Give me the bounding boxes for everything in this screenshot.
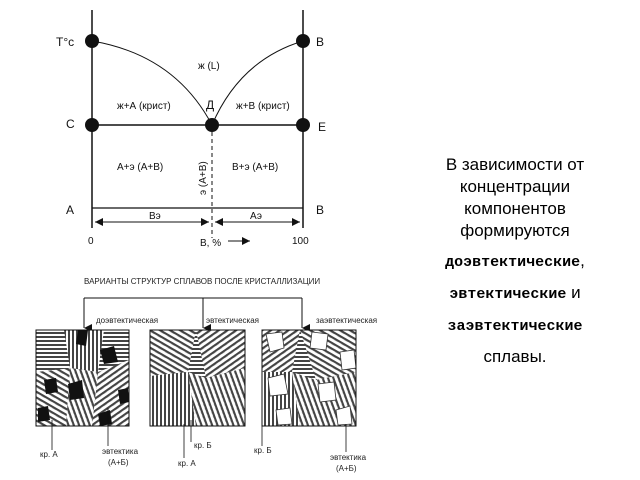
- point-c: [85, 118, 99, 132]
- structure-hypoeutectic: [35, 329, 130, 427]
- x-max-label: 100: [292, 236, 309, 247]
- label-c: С: [66, 117, 75, 131]
- temperature-axis-label: T°c: [56, 35, 74, 49]
- label-hypereutectic: заэвтектическая: [316, 316, 377, 325]
- text-line-5-rest: ,: [580, 251, 585, 270]
- hyper-cr-b-label: кр. Б: [254, 446, 272, 455]
- x-axis-label: В, %: [200, 238, 221, 249]
- label-eutectic: эвтектическая: [206, 316, 259, 325]
- right-liquid-solid-region: ж+В (крист): [236, 101, 290, 112]
- point-d: [205, 118, 219, 132]
- hyper-eutectic-ab: (А+Б): [336, 464, 357, 473]
- segment-right-label: Аэ: [250, 211, 262, 222]
- point-e: [296, 118, 310, 132]
- term-eutectic: эвтектические: [449, 286, 567, 303]
- explanation-text: В зависимости от концентрации компоненто…: [400, 154, 630, 368]
- right-solid-region: В+э (А+В): [232, 162, 278, 173]
- hypo-eutectic-ab: (А+Б): [108, 458, 129, 467]
- liquidus-left: [91, 40, 213, 126]
- text-line-7: заэвтектические: [400, 314, 630, 338]
- eutectic-vertical-label: э (А+В): [198, 161, 209, 195]
- left-liquid-solid-region: ж+А (крист): [117, 101, 171, 112]
- label-b-bottom: В: [316, 203, 324, 217]
- text-line-2: концентрации: [459, 177, 571, 196]
- label-hypoeutectic: доэвтектическая: [96, 316, 158, 325]
- hypo-cr-a-label: кр. А: [40, 450, 58, 459]
- label-e: Е: [318, 120, 326, 134]
- text-line-4: формируются: [460, 221, 570, 240]
- text-line-1: В зависимости от: [445, 155, 585, 174]
- text-line-8: сплавы.: [483, 347, 547, 366]
- point-b-top: [296, 34, 310, 48]
- structure-eutectic: [149, 329, 246, 427]
- text-line-5: доэвтектические,: [400, 250, 630, 274]
- text-line-6-rest: и: [566, 283, 581, 302]
- hyper-eutectic-label: эвтектика: [330, 453, 367, 462]
- eut-cr-a-label: кр. А: [178, 459, 196, 468]
- text-line-6: эвтектические и: [400, 282, 630, 306]
- structures-title: ВАРИАНТЫ СТРУКТУР СПЛАВОВ ПОСЛЕ КРИСТАЛЛ…: [84, 277, 320, 286]
- structure-hypereutectic: [261, 329, 357, 427]
- label-d: Д: [206, 98, 214, 112]
- x-min-label: 0: [88, 236, 94, 247]
- segment-left-label: Вэ: [149, 211, 161, 222]
- text-line-3: компонентов: [464, 199, 566, 218]
- point-a-top: [85, 34, 99, 48]
- left-solid-region: А+э (А+В): [117, 162, 163, 173]
- term-hypoeutectic: доэвтектические: [445, 254, 581, 271]
- liquid-region-label: ж (L): [198, 61, 220, 72]
- liquidus-right: [211, 40, 304, 126]
- hypo-eutectic-label: эвтектика: [102, 447, 139, 456]
- eut-cr-b-label: кр. Б: [194, 441, 212, 450]
- label-a: А: [66, 203, 74, 217]
- term-hypereutectic: заэвтектические: [447, 318, 583, 335]
- label-b-top: В: [316, 35, 324, 49]
